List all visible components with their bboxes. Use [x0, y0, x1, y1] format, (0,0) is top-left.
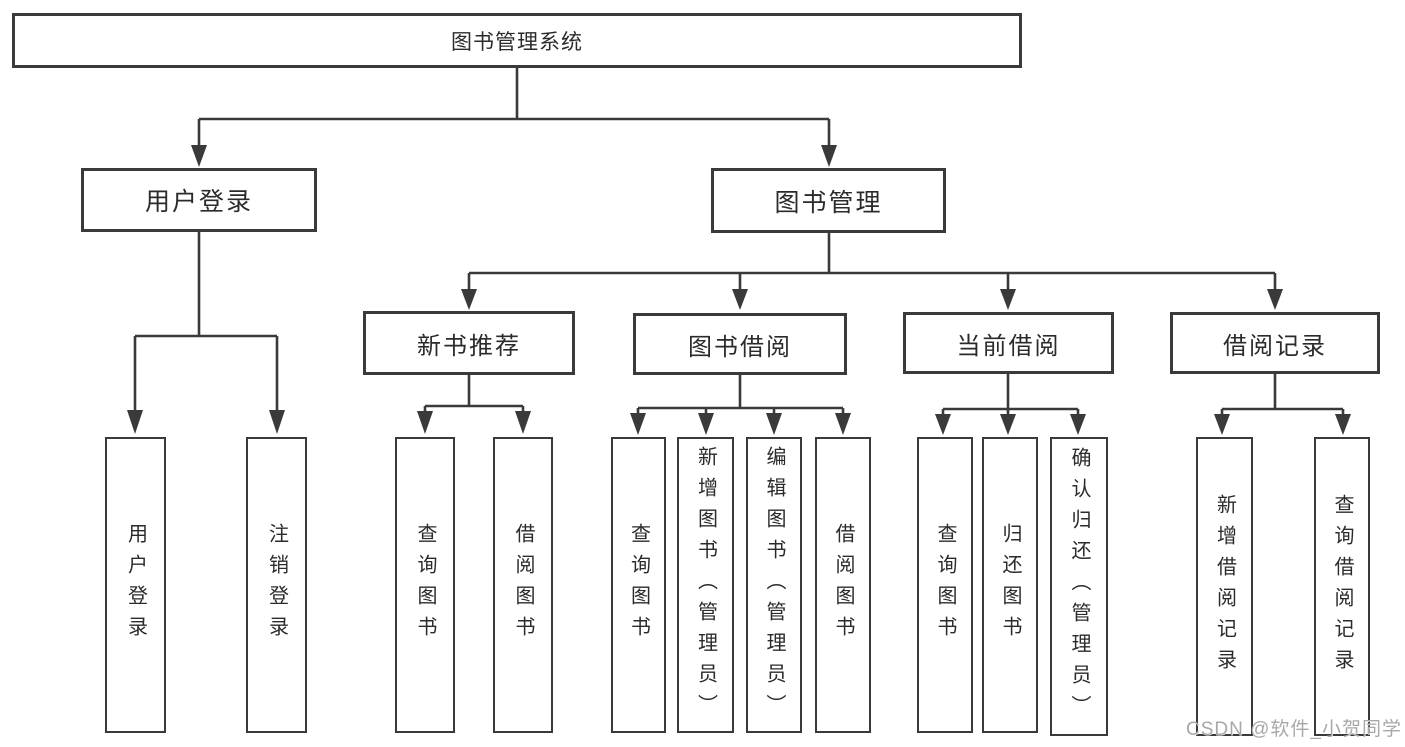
connectors-book-mgmt-children [461, 233, 1283, 310]
connectors-new-book-children [417, 375, 531, 434]
connector-line [636, 375, 845, 414]
arrowhead-icon [1070, 414, 1086, 435]
node-label: 图书管理系统 [451, 30, 583, 54]
leaf-label: 借阅图书 [832, 523, 854, 647]
connector-line [467, 233, 1277, 290]
node-label: 借阅记录 [1223, 332, 1327, 360]
arrowhead-icon [417, 411, 433, 434]
arrowhead-icon [461, 289, 477, 310]
leaf-logout: 注销登录 [246, 437, 307, 733]
arrowhead-icon [191, 145, 207, 167]
leaf-label: 查询图书 [414, 523, 436, 647]
node-label: 图书管理 [774, 188, 883, 217]
node-current-borrow: 当前借阅 [903, 312, 1114, 374]
node-label: 用户登录 [144, 188, 253, 216]
leaf-current-query-books: 查询图书 [917, 437, 973, 733]
leaf-label: 用户登录 [124, 523, 147, 647]
arrowhead-icon [1000, 414, 1016, 435]
leaf-label: 注销登录 [265, 523, 288, 647]
connectors-user-login-children [127, 232, 285, 434]
node-label: 新书推荐 [417, 332, 521, 360]
leaf-label: 编辑图书（管理员） [763, 445, 785, 725]
leaf-borrow-query-books: 查询图书 [611, 437, 666, 733]
arrowhead-icon [1267, 289, 1283, 310]
leaf-label: 新增借阅记录 [1213, 493, 1236, 680]
leaf-label: 确认归还（管理员） [1068, 447, 1090, 726]
leaf-borrow-books: 借阅图书 [815, 437, 871, 733]
arrowhead-icon [935, 414, 951, 435]
arrowhead-icon [766, 413, 782, 435]
node-book-mgmt: 图书管理 [711, 168, 946, 233]
arrowhead-icon [127, 410, 143, 434]
arrowhead-icon [821, 145, 837, 167]
connectors-borrow-record-children [1214, 374, 1351, 435]
arrowhead-icon [269, 410, 285, 434]
node-label: 图书借阅 [688, 333, 792, 361]
leaf-confirm-return-admin: 确认归还（管理员） [1050, 437, 1108, 736]
node-user-login: 用户登录 [81, 168, 317, 232]
connector-line [197, 68, 831, 146]
node-root-system: 图书管理系统 [12, 13, 1022, 68]
leaf-add-books-admin: 新增图书（管理员） [677, 437, 734, 733]
connector-line [133, 232, 279, 411]
node-book-borrow: 图书借阅 [633, 313, 847, 375]
connectors-book-borrow-children [630, 375, 851, 435]
connector-line [941, 374, 1080, 414]
connectors-root-to-level2 [191, 68, 837, 167]
arrowhead-icon [515, 411, 531, 434]
leaf-newbook-query-books: 查询图书 [395, 437, 455, 733]
leaf-return-books: 归还图书 [982, 437, 1038, 733]
leaf-newbook-borrow-books: 借阅图书 [493, 437, 553, 733]
leaf-label: 查询借阅记录 [1331, 493, 1353, 680]
node-label: 当前借阅 [956, 332, 1061, 360]
leaf-add-borrow-record: 新增借阅记录 [1196, 437, 1253, 736]
leaf-edit-books-admin: 编辑图书（管理员） [746, 437, 802, 733]
arrowhead-icon [630, 413, 646, 435]
node-new-book: 新书推荐 [363, 311, 575, 375]
connectors-current-borrow-children [935, 374, 1086, 435]
leaf-label: 查询图书 [934, 523, 956, 647]
leaf-user-login: 用户登录 [105, 437, 166, 733]
arrowhead-icon [1214, 414, 1230, 435]
leaf-label: 新增图书（管理员） [694, 445, 717, 725]
connector-line [423, 375, 525, 412]
node-borrow-record: 借阅记录 [1170, 312, 1380, 374]
leaf-query-borrow-record: 查询借阅记录 [1314, 437, 1370, 736]
connector-line [1220, 374, 1345, 414]
leaf-label: 查询图书 [627, 523, 650, 647]
arrowhead-icon [698, 413, 714, 435]
arrowhead-icon [732, 289, 748, 310]
leaf-label: 归还图书 [999, 523, 1021, 647]
arrowhead-icon [1335, 414, 1351, 435]
csdn-watermark: CSDN @软件_小贺同学 [1186, 719, 1402, 740]
leaf-label: 借阅图书 [512, 523, 534, 647]
arrowhead-icon [835, 413, 851, 435]
arrowhead-icon [1000, 289, 1016, 310]
